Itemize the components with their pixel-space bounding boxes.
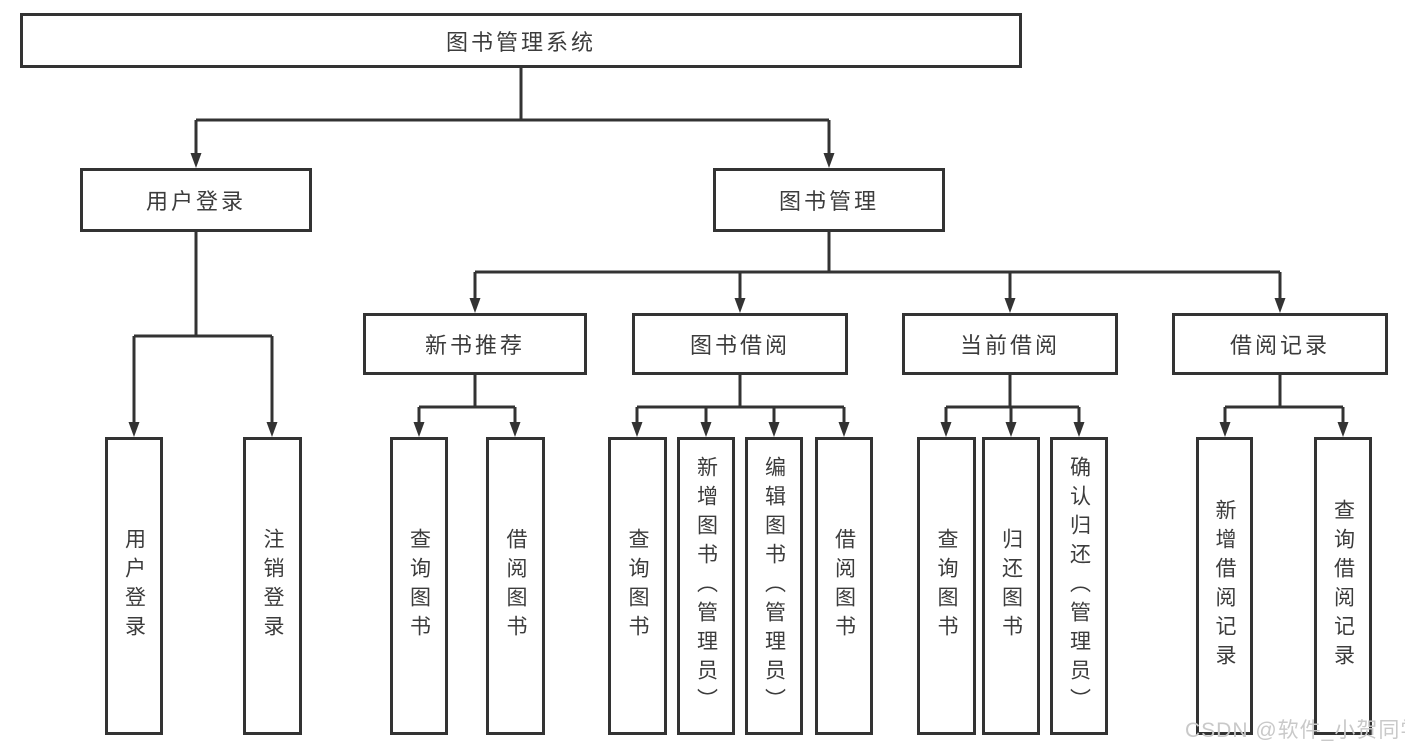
leaf-query-borrow-record-label: 查询借阅记录 [1331, 499, 1355, 673]
node-user-login: 用户登录 [80, 168, 312, 232]
leaf-confirm-return-admin: 确认归还（管理员） [1050, 437, 1108, 735]
node-book-borrow-label: 图书借阅 [689, 333, 790, 358]
csdn-watermark: CSDN @软件_小贺同学 [1185, 719, 1405, 742]
node-library-system-label: 图书管理系统 [445, 29, 596, 55]
leaf-query-books-borrow: 查询图书 [608, 437, 667, 735]
leaf-return-books: 归还图书 [982, 437, 1040, 735]
connector-current-borrow-children [940, 375, 1085, 437]
node-current-borrow-label: 当前借阅 [959, 333, 1060, 358]
leaf-user-login: 用户登录 [105, 437, 163, 735]
leaf-borrow-books-recommend-label: 借阅图书 [504, 528, 527, 644]
connector-borrow-records-children [1219, 375, 1349, 437]
leaf-query-books-borrow-label: 查询图书 [626, 528, 649, 644]
node-book-management: 图书管理 [713, 168, 945, 232]
leaf-return-books-label: 归还图书 [999, 528, 1023, 644]
node-book-borrow: 图书借阅 [632, 313, 848, 375]
leaf-edit-books-admin-label: 编辑图书（管理员） [762, 455, 786, 717]
connector-new-books-children [413, 375, 521, 437]
connector-book-mgmt-children [469, 232, 1286, 313]
leaf-confirm-return-admin-label: 确认归还（管理员） [1067, 455, 1091, 717]
leaf-add-books-admin-label: 新增图书（管理员） [694, 455, 718, 717]
leaf-query-borrow-record: 查询借阅记录 [1314, 437, 1372, 735]
leaf-add-books-admin: 新增图书（管理员） [677, 437, 735, 735]
leaf-query-books-current: 查询图书 [917, 437, 976, 735]
leaf-add-borrow-record: 新增借阅记录 [1196, 437, 1253, 735]
node-borrow-records: 借阅记录 [1172, 313, 1388, 375]
leaf-logout: 注销登录 [243, 437, 302, 735]
node-borrow-records-label: 借阅记录 [1229, 333, 1330, 358]
leaf-borrow-books-recommend: 借阅图书 [486, 437, 545, 735]
leaf-borrow-books-label: 借阅图书 [832, 528, 856, 644]
leaf-edit-books-admin: 编辑图书（管理员） [745, 437, 803, 735]
node-new-book-recommend-label: 新书推荐 [424, 333, 525, 358]
node-new-book-recommend: 新书推荐 [363, 313, 587, 375]
leaf-query-books-current-label: 查询图书 [935, 528, 958, 644]
leaf-logout-label: 注销登录 [261, 528, 284, 644]
node-current-borrow: 当前借阅 [902, 313, 1118, 375]
connector-user-login-children [128, 232, 278, 437]
leaf-user-login-label: 用户登录 [122, 528, 146, 644]
leaf-borrow-books: 借阅图书 [815, 437, 873, 735]
connector-book-borrow-children [631, 375, 850, 437]
leaf-add-borrow-record-label: 新增借阅记录 [1213, 499, 1236, 673]
leaf-query-books-recommend-label: 查询图书 [407, 528, 431, 644]
connector-root-to-level2 [190, 68, 835, 168]
leaf-query-books-recommend: 查询图书 [390, 437, 448, 735]
node-library-system: 图书管理系统 [20, 13, 1022, 68]
node-book-management-label: 图书管理 [778, 189, 879, 214]
node-user-login-label: 用户登录 [145, 189, 246, 214]
